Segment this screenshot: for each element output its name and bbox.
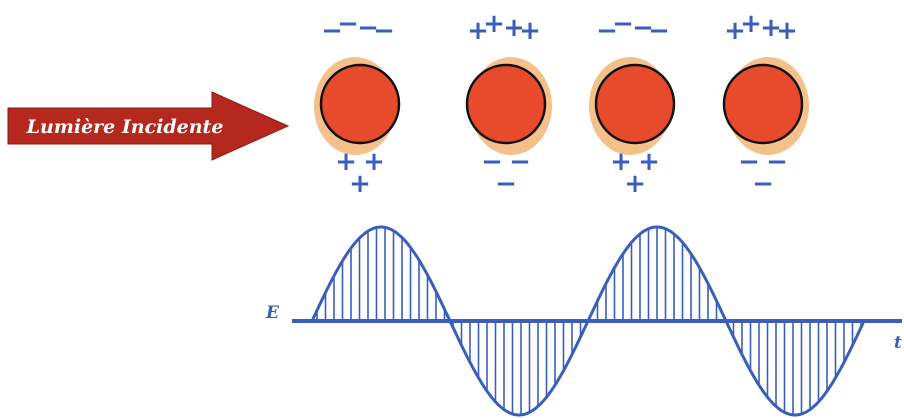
- nucleus: [724, 65, 802, 143]
- minus-sign: −: [612, 9, 634, 39]
- arrow-label: Lumière Incidente: [26, 116, 224, 138]
- particle-4: ++++−−−: [724, 9, 809, 199]
- incident-light-arrow: Lumière Incidente: [8, 92, 288, 160]
- plus-sign: +: [519, 16, 541, 46]
- nucleus: [596, 65, 674, 143]
- particle-1: −−−−+++: [314, 9, 399, 199]
- plus-sign: +: [483, 9, 505, 39]
- plus-sign: +: [624, 169, 646, 199]
- wave-graph: E t: [265, 227, 902, 415]
- plus-sign: +: [776, 16, 798, 46]
- minus-sign: −: [337, 9, 359, 39]
- nucleus: [321, 65, 399, 143]
- minus-sign: −: [495, 169, 517, 199]
- particles-group: −−−−+++++++−−−−−−−+++++++−−−: [314, 9, 809, 199]
- plus-sign: +: [740, 9, 762, 39]
- minus-sign: −: [648, 16, 670, 46]
- axis-label-t: t: [894, 333, 902, 353]
- plus-sign: +: [349, 169, 371, 199]
- axis-label-e: E: [265, 303, 280, 323]
- particle-3: −−−−+++: [589, 9, 674, 199]
- particle-2: ++++−−−: [467, 9, 552, 199]
- minus-sign: −: [752, 169, 774, 199]
- minus-sign: −: [373, 16, 395, 46]
- nucleus: [467, 65, 545, 143]
